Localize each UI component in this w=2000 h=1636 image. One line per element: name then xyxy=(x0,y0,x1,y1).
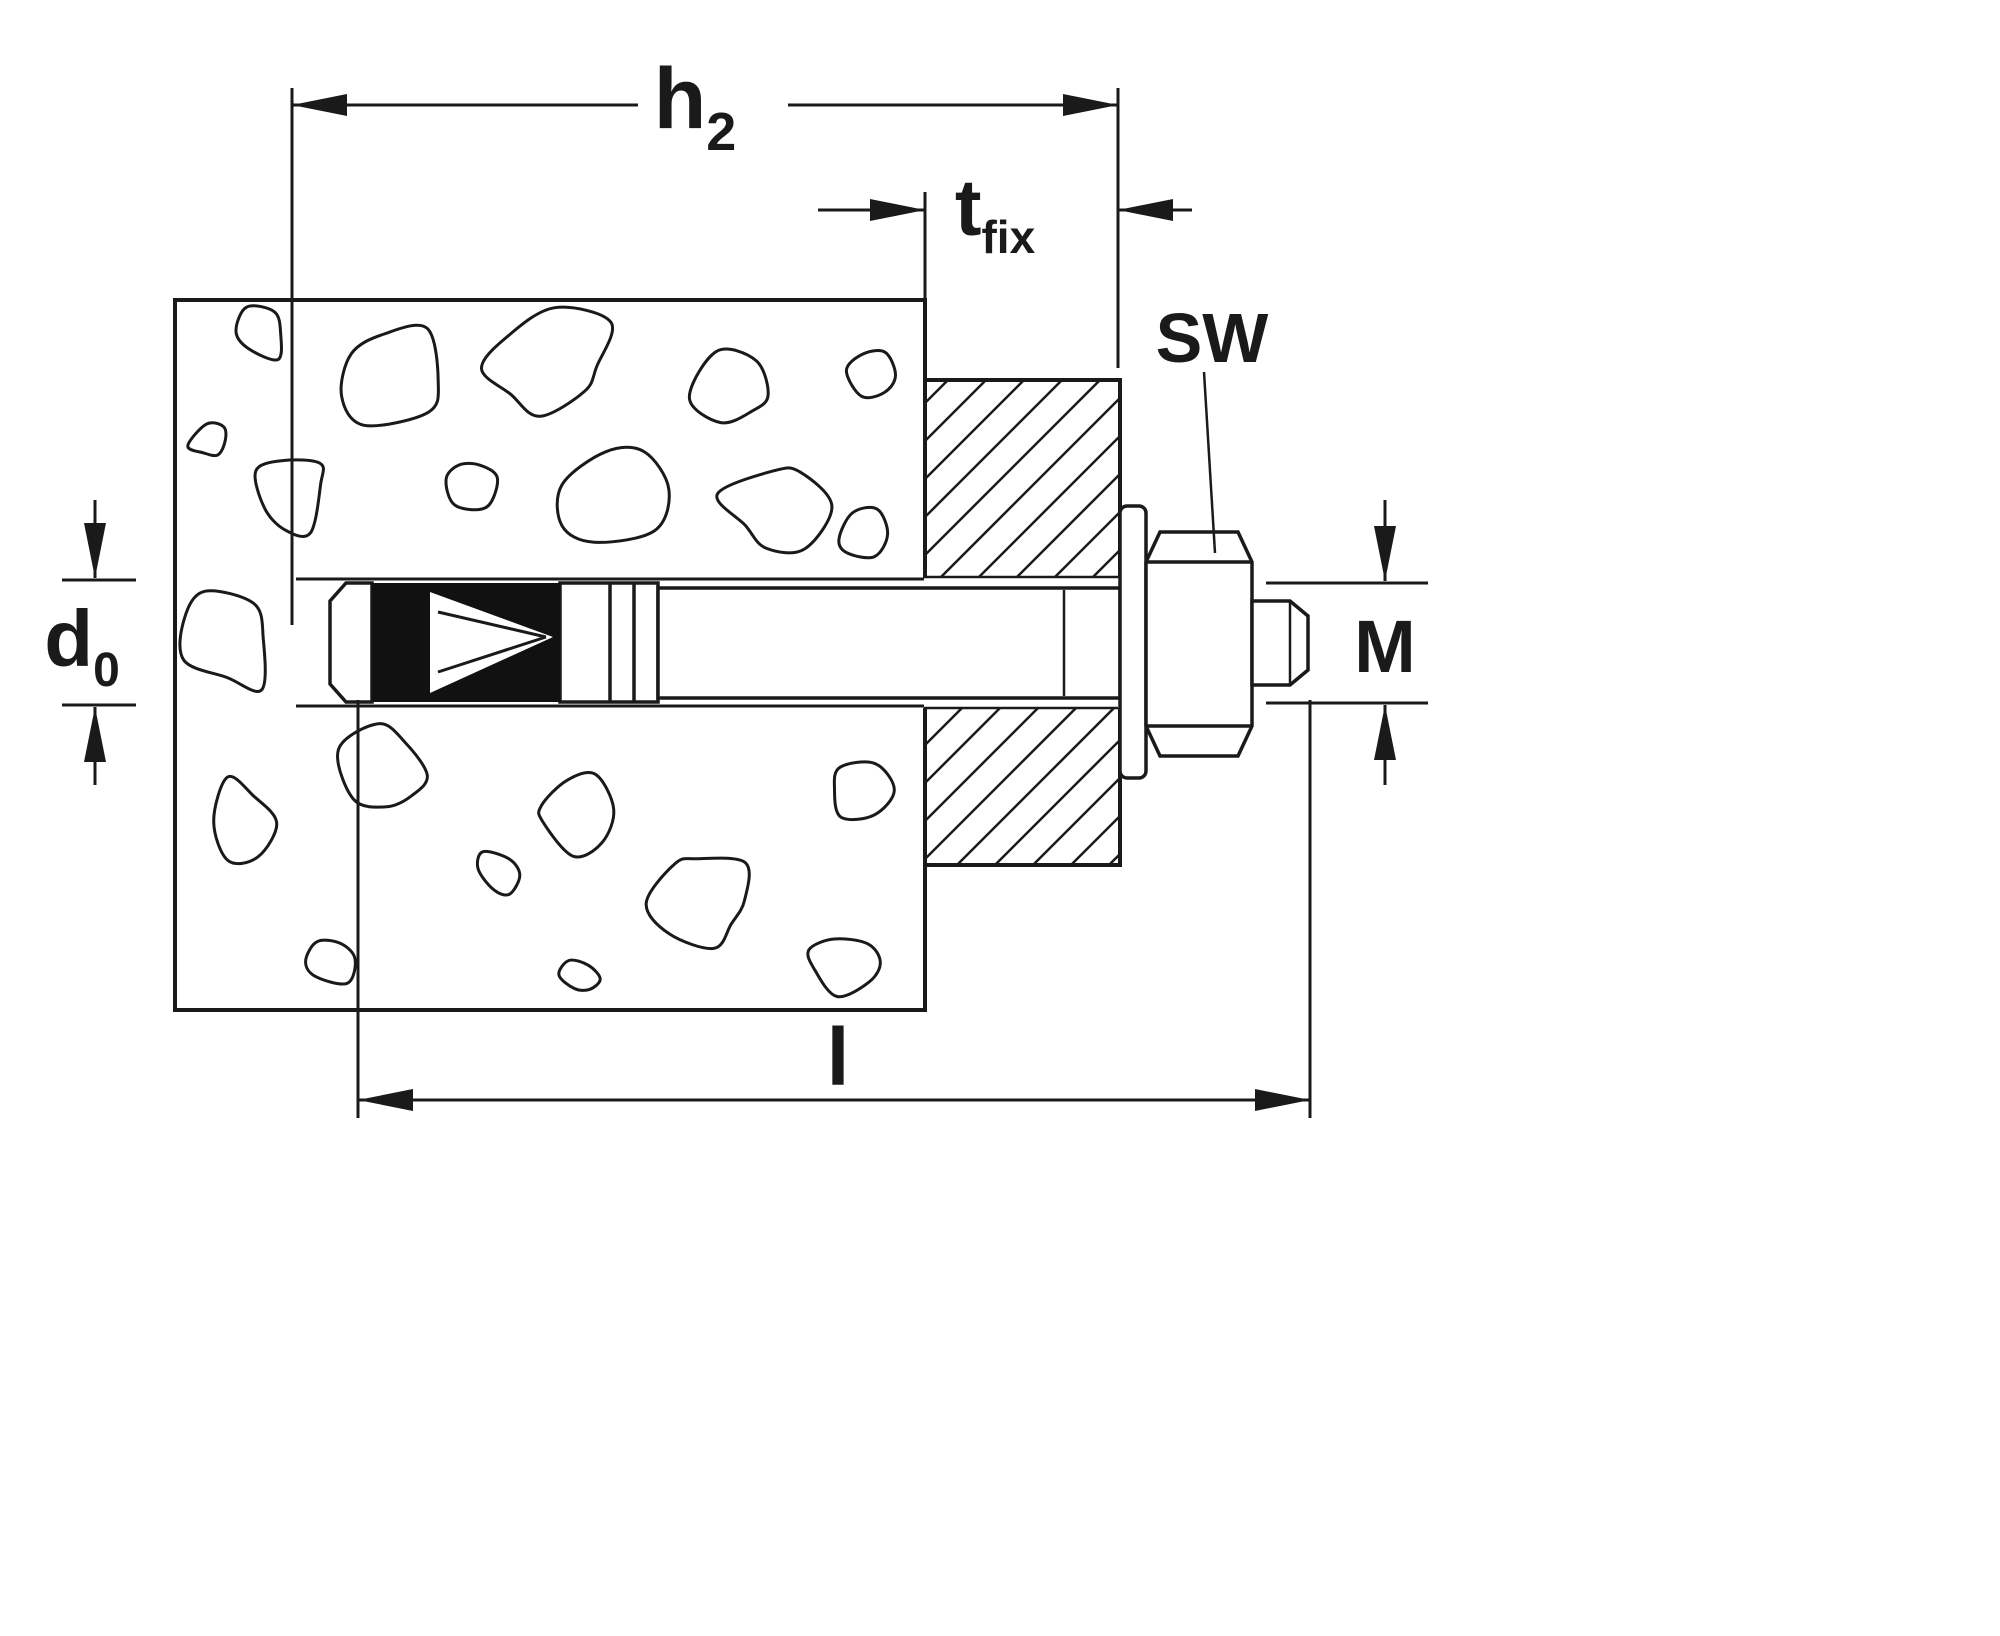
aggregate-stone xyxy=(832,760,896,822)
aggregate-stone xyxy=(837,505,890,560)
arrowhead xyxy=(292,94,347,116)
arrowhead xyxy=(870,199,925,221)
aggregate-stone xyxy=(253,458,325,538)
aggregate-stone xyxy=(537,771,616,859)
arrowhead xyxy=(1374,526,1396,581)
hatch-line xyxy=(949,382,1118,863)
dim-l: l xyxy=(356,700,1312,1118)
aggregate-stone xyxy=(555,445,671,544)
sw-leader-line xyxy=(1202,371,1217,554)
aggregate-blobs xyxy=(178,304,897,999)
aggregate-stone xyxy=(475,849,522,897)
hatch-line xyxy=(927,382,1118,863)
aggregate-stone xyxy=(644,856,751,951)
aggregate-stone xyxy=(844,349,897,400)
hatch-line xyxy=(927,382,1037,863)
arrowhead xyxy=(84,707,106,762)
label-d0: d0 xyxy=(44,594,120,697)
dim-d0: d0 xyxy=(44,500,136,785)
aggregate-stone xyxy=(212,774,279,866)
aggregate-stone xyxy=(715,466,834,555)
threaded-stud xyxy=(1250,599,1310,687)
hatch-line xyxy=(1254,330,1834,910)
arrowhead xyxy=(1118,199,1173,221)
label-l: l xyxy=(827,1012,850,1103)
hex-nut xyxy=(1144,530,1254,758)
cone-tip xyxy=(328,581,374,704)
aggregate-stone xyxy=(186,421,228,458)
arrowhead xyxy=(84,523,106,578)
hatch-line xyxy=(927,382,1113,863)
dim-h2: h2 xyxy=(290,51,1120,625)
hatch-line xyxy=(987,382,1118,863)
aggregate-stone xyxy=(304,938,357,986)
label-m: M xyxy=(1354,605,1416,688)
label-h2: h2 xyxy=(654,51,737,162)
arrowhead xyxy=(358,1089,413,1111)
dim-tfix: tfix xyxy=(818,163,1192,302)
label-tfix: tfix xyxy=(955,163,1036,263)
aggregate-stone xyxy=(178,589,267,693)
hatch-line xyxy=(927,382,1118,863)
aggregate-stone xyxy=(557,958,602,992)
hatch-line xyxy=(927,382,1118,863)
hatch-line xyxy=(927,382,1118,863)
aggregate-stone xyxy=(806,937,882,999)
bolt-shank xyxy=(656,586,1122,700)
dim-sw: SW xyxy=(1156,299,1269,554)
aggregate-stone xyxy=(234,304,283,362)
aggregate-stone xyxy=(339,323,440,428)
hatch-line xyxy=(927,382,1118,863)
aggregate-stone xyxy=(444,461,500,512)
anchor-bolt xyxy=(328,504,1310,780)
dim-m: M xyxy=(1266,500,1428,785)
washer xyxy=(1118,504,1148,780)
arrowhead xyxy=(1374,705,1396,760)
hatch-line xyxy=(927,382,1075,863)
aggregate-stone xyxy=(480,305,614,418)
aggregate-stone xyxy=(687,347,770,425)
arrowhead xyxy=(1063,94,1118,116)
label-sw: SW xyxy=(1156,299,1269,377)
arrowhead xyxy=(1255,1089,1310,1111)
aggregate-stone xyxy=(336,722,429,809)
